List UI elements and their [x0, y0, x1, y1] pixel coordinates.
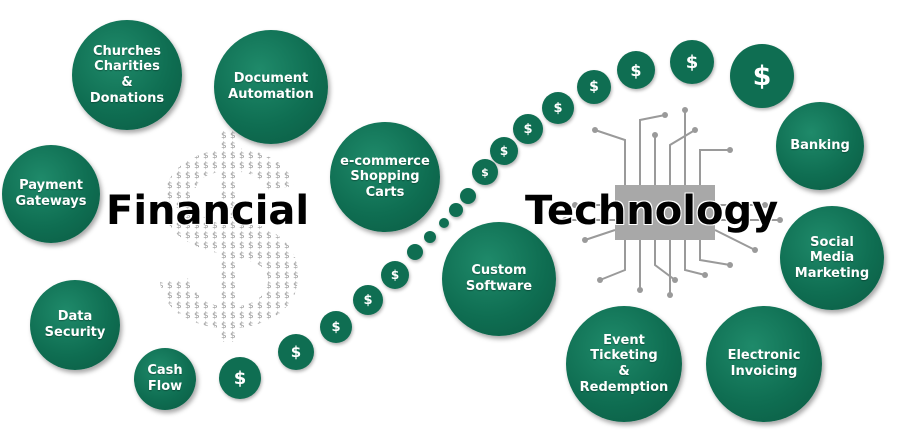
bubble-document-automation: Document Automation — [214, 30, 328, 144]
bubble-banking-label: Banking — [790, 138, 850, 154]
chain-dot — [439, 218, 449, 228]
chain-dot — [407, 244, 423, 260]
dollar-dot-icon: $ — [542, 92, 574, 124]
bubble-data-label: Data Security — [44, 309, 106, 340]
dollar-dot-icon: $ — [670, 40, 714, 84]
bubble-churches: Churches Charities & Donations — [72, 20, 182, 130]
dollar-dot-icon: $ — [513, 114, 543, 144]
bubble-document-label: Document Automation — [228, 71, 314, 102]
dollar-dot-icon: $ — [381, 261, 409, 289]
bubble-custom-label: Custom Software — [465, 263, 533, 294]
dollar-dot-icon: $ — [278, 334, 314, 370]
dollar-dot-icon: $ — [353, 285, 383, 315]
bubble-data-security: Data Security — [30, 280, 120, 370]
dollar-dot-icon: $ — [577, 70, 611, 104]
dollar-dot-icon: $ — [320, 311, 352, 343]
bubble-event-ticketing: Event Ticketing & Redemption — [566, 306, 682, 422]
circuit-chip-icon — [562, 107, 783, 298]
bubble-cash-flow: Cash Flow — [134, 348, 196, 410]
bubble-payment-label: Payment Gateways — [15, 178, 87, 209]
chain-dot — [424, 231, 436, 243]
bubble-social-media: Social Media Marketing — [780, 206, 884, 310]
bubble-event-label: Event Ticketing & Redemption — [579, 332, 669, 395]
bubble-electronic-invoicing: Electronic Invoicing — [706, 306, 822, 422]
dollar-dot-icon: $ — [617, 51, 655, 89]
dollar-dot-icon: $ — [730, 44, 794, 108]
bubble-banking: Banking — [776, 102, 864, 190]
dollar-sign-pattern-icon: $ — [160, 130, 298, 342]
bubble-invoicing-label: Electronic Invoicing — [727, 348, 801, 379]
chain-dot — [460, 188, 476, 204]
bubble-ecommerce-label: e-commerce Shopping Carts — [340, 153, 430, 200]
dollar-dot-icon: $ — [472, 159, 498, 185]
headline-technology: Technology — [525, 188, 779, 234]
dollar-dot-icon: $ — [490, 137, 518, 165]
bubble-churches-label: Churches Charities & Donations — [89, 43, 165, 106]
bubble-custom-software: Custom Software — [442, 222, 556, 336]
bubble-ecommerce: e-commerce Shopping Carts — [330, 122, 440, 232]
bubble-cashflow-label: Cash Flow — [147, 363, 183, 394]
bubble-social-label: Social Media Marketing — [794, 234, 870, 281]
chain-dot — [449, 203, 463, 217]
headline-financial: Financial — [106, 188, 310, 234]
bubble-payment-gateways: Payment Gateways — [2, 145, 100, 243]
dollar-dot-icon: $ — [219, 357, 261, 399]
